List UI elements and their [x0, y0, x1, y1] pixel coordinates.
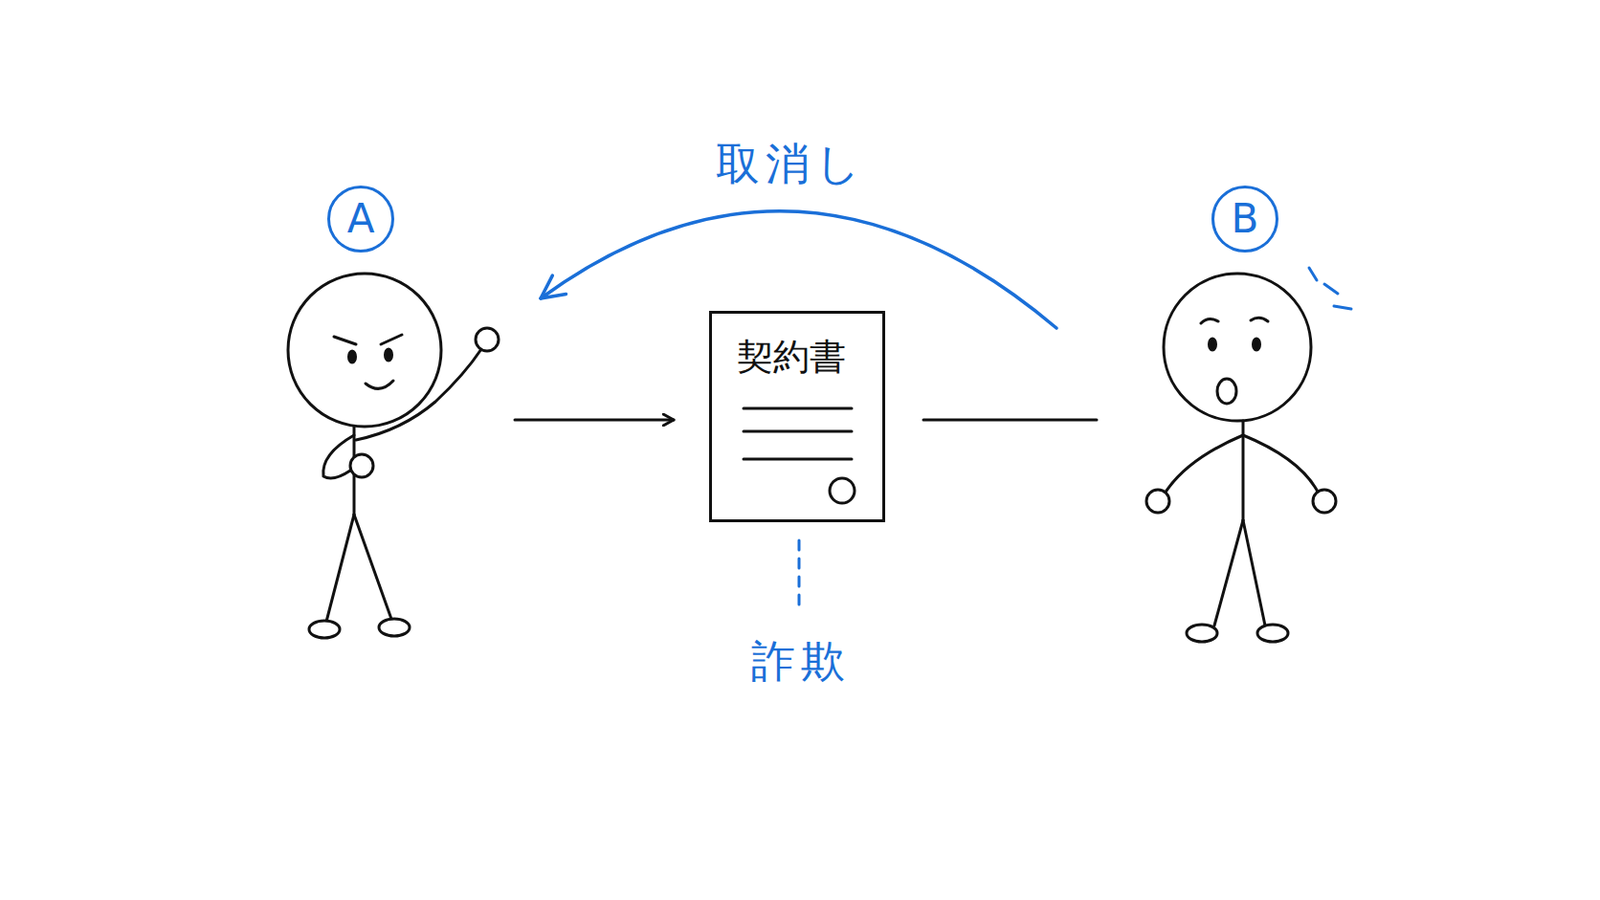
person-group: A: [306, 181, 512, 646]
connector-line: [923, 419, 1097, 423]
surprise-marks: [1309, 267, 1352, 310]
circled-letter: A: [327, 185, 395, 253]
contract-document: 契約書: [709, 311, 886, 523]
person-b-figure: [1146, 273, 1336, 643]
dashed-leader: [798, 540, 801, 613]
person-group: B: [1129, 181, 1359, 646]
note-label: 詐欺: [747, 637, 855, 687]
circled-letter: B: [1211, 185, 1279, 253]
document-title: 契約書: [736, 338, 846, 376]
person-a-figure: [288, 273, 499, 639]
connector-line: [514, 419, 674, 423]
edge-label: 取消し: [711, 139, 870, 189]
